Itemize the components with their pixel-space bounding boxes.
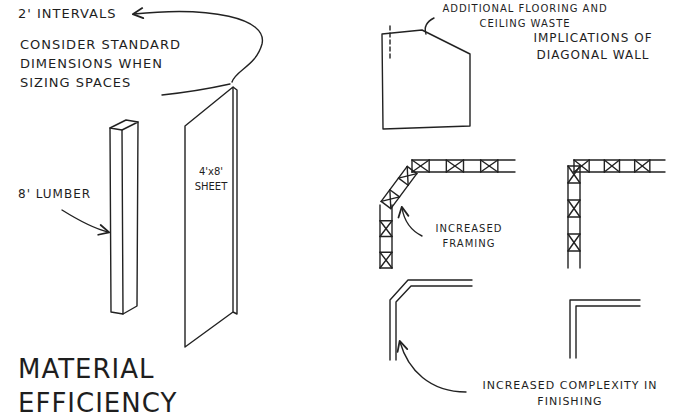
wall-framing	[380, 160, 665, 268]
diagonal-heading: IMPLICATIONS OF DIAGONAL WALL	[528, 30, 658, 65]
lumber-label: 8' LUMBER	[18, 186, 110, 203]
sheet-outline	[184, 86, 238, 348]
finishing-note: INCREASED COMPLEXITY IN FINISHING	[470, 378, 670, 410]
finishing-leader	[400, 342, 466, 392]
framing-note: INCREASED FRAMING	[426, 222, 512, 251]
spaces-leader	[162, 84, 230, 95]
lumber-leader	[62, 210, 108, 232]
lumber-stick	[110, 120, 138, 314]
sizing-note: CONSIDER STANDARD DIMENSIONS WHEN SIZING…	[20, 36, 210, 93]
plywood-sheet: 4'x8' SHEET	[184, 86, 238, 348]
plan-outline	[382, 26, 470, 129]
sheet-label: 4'x8' SHEET	[184, 164, 238, 194]
waste-note: ADDITIONAL FLOORING AND CEILING WASTE	[440, 2, 610, 31]
sketch-title: MATERIAL EFFICIENCY	[18, 352, 248, 419]
interval-note: 2' INTERVALS	[18, 5, 130, 24]
framing-leader	[402, 208, 422, 236]
wall-finish	[390, 280, 640, 360]
waste-leader	[425, 18, 434, 34]
